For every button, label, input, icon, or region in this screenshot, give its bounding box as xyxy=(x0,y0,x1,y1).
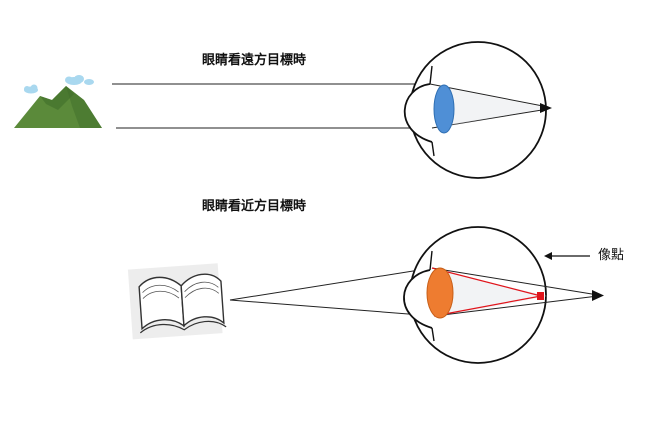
near-arrowhead xyxy=(592,290,604,301)
near-caption: 眼睛看近方目標時 xyxy=(202,199,306,215)
mountain-icon xyxy=(14,75,102,128)
open-book-icon xyxy=(128,263,227,339)
near-panel xyxy=(128,227,604,363)
near-lens xyxy=(427,268,453,318)
far-lens xyxy=(434,85,454,133)
image-point-marker xyxy=(537,292,544,300)
near-ray-top xyxy=(230,268,432,300)
image-point-label: 像點 xyxy=(598,248,624,264)
image-point-pointer-arrowhead xyxy=(544,252,552,260)
near-ray-bottom xyxy=(230,300,434,316)
cloud-icon xyxy=(24,75,94,94)
far-caption: 眼睛看遠方目標時 xyxy=(202,53,306,69)
